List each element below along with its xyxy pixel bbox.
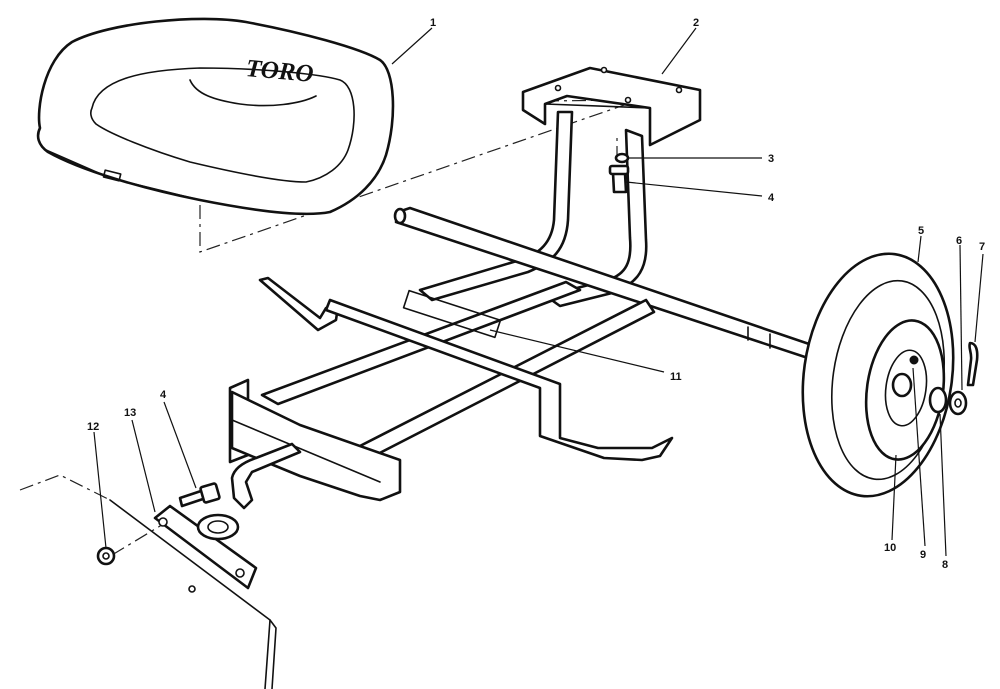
- lock-washer: [614, 152, 630, 164]
- foot-rest: [258, 276, 674, 462]
- grease-fitting: [909, 355, 919, 365]
- callout-4-hitch-bolt: 4: [160, 389, 167, 401]
- callout-11: 11: [670, 371, 682, 383]
- wheel-rim: [864, 319, 946, 461]
- leader-lines: [93, 27, 984, 557]
- callout-1: 1: [430, 17, 436, 29]
- callout-6: 6: [956, 235, 962, 247]
- cotter-pin: [966, 341, 979, 387]
- callouts: 1 2 3 4 4 5 6 7 8 9 10 11 12 13: [87, 17, 985, 571]
- seat-support-frame: [418, 110, 648, 308]
- callout-2: 2: [693, 17, 699, 29]
- hitch-bar: [230, 442, 302, 510]
- callout-7: 7: [979, 241, 985, 253]
- hub-spacer: [928, 386, 948, 414]
- callout-9: 9: [920, 549, 926, 561]
- flat-washer: [948, 390, 968, 416]
- hitch-bolt: [178, 482, 221, 508]
- hitch-plate: [153, 504, 258, 590]
- callout-4-bracket-bolt: 4: [768, 192, 775, 204]
- bracket-bolt: [608, 164, 630, 194]
- seat: TORO: [36, 17, 395, 216]
- callout-8: 8: [942, 559, 948, 571]
- callout-12: 12: [87, 421, 99, 433]
- mower-deck: [19, 474, 277, 689]
- callout-10: 10: [884, 542, 896, 554]
- callout-3: 3: [768, 153, 774, 165]
- callout-5: 5: [918, 225, 924, 237]
- hex-nut: [96, 546, 116, 566]
- seat-brand-logo: TORO: [245, 55, 315, 88]
- callout-13: 13: [124, 407, 136, 419]
- seat-mounting-bracket: [521, 66, 702, 147]
